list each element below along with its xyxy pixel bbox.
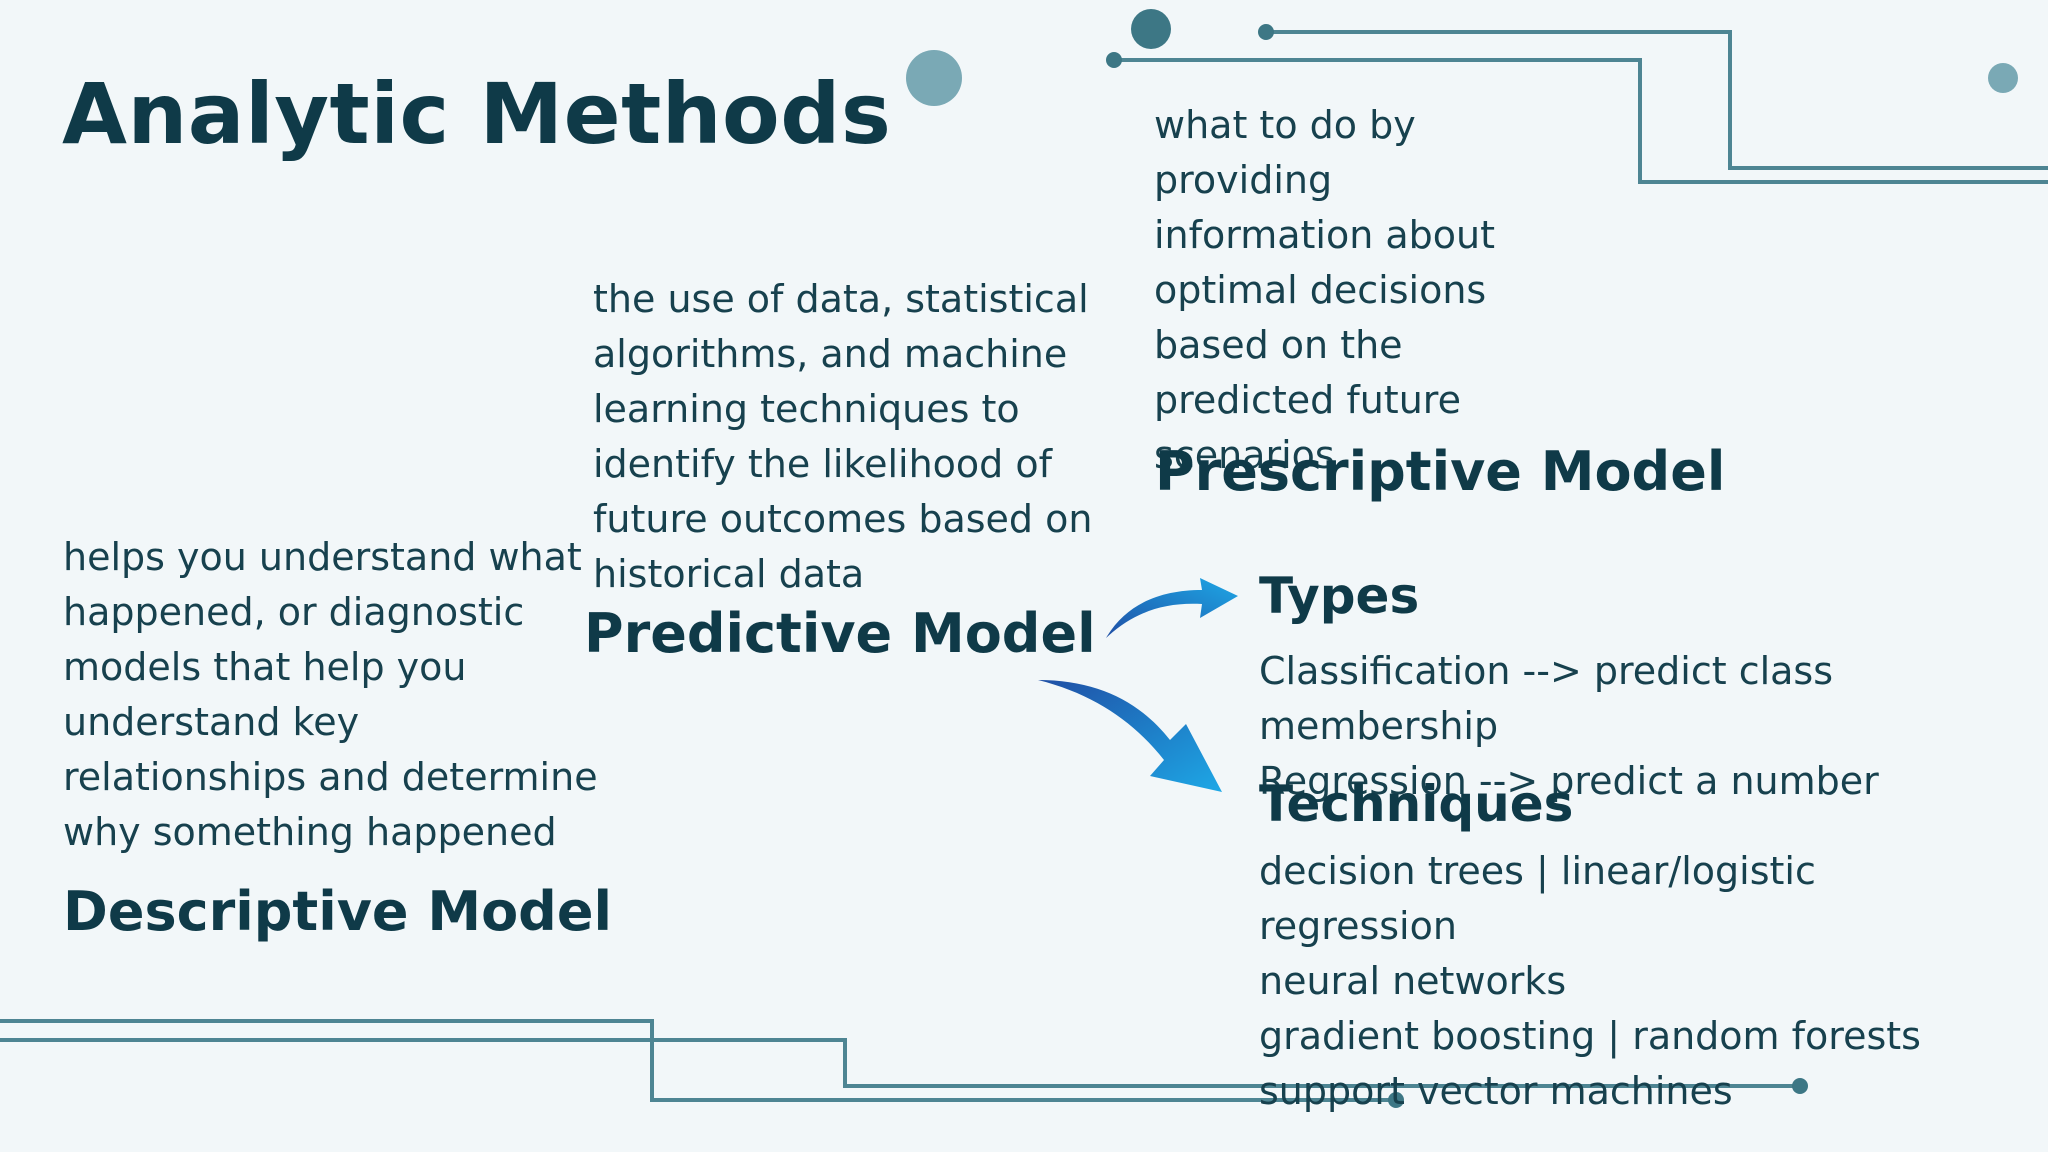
types-list: Classification --> predict class members…	[1259, 644, 1879, 809]
technique-item-boosting-forests: gradient boosting | random forests	[1259, 1014, 1921, 1058]
bottom-left-line-1	[0, 1019, 1396, 1102]
slide-title: Analytic Methods	[62, 65, 892, 163]
techniques-heading: Techniques	[1259, 775, 1574, 833]
type-item-classification: Classification --> predict class members…	[1259, 649, 1834, 748]
dot-top-center	[1131, 9, 1171, 49]
curved-arrow-down-right-icon	[1038, 680, 1222, 792]
top-right-line-2	[1114, 58, 2048, 184]
predictive-model-description: the use of data, statistical algorithms,…	[593, 277, 1093, 596]
line-end-dot-2	[1106, 52, 1122, 68]
dot-top-left	[906, 50, 962, 106]
type-item-regression: Regression --> predict a number	[1259, 759, 1879, 803]
line-end-dot-4	[1792, 1078, 1808, 1094]
technique-item-svm: support vector machines	[1259, 1069, 1733, 1113]
dot-top-right	[1988, 63, 2018, 93]
line-end-dot-1	[1258, 24, 1274, 40]
prescriptive-model-description: what to do by providing information abou…	[1154, 103, 1496, 477]
prescriptive-model-heading: Prescriptive Model	[1155, 440, 1726, 503]
types-heading: Types	[1259, 567, 1420, 625]
technique-item-neural-networks: neural networks	[1259, 959, 1567, 1003]
descriptive-model-heading: Descriptive Model	[63, 880, 612, 943]
techniques-list: decision trees | linear/logistic regress…	[1259, 844, 1959, 1119]
top-right-line-1	[1266, 30, 2048, 170]
technique-item-trees-regression: decision trees | linear/logistic regress…	[1259, 849, 1816, 948]
predictive-model-heading: Predictive Model	[584, 602, 1096, 665]
line-end-dot-3	[1388, 1092, 1404, 1108]
descriptive-model-description: helps you understand what happened, or d…	[63, 535, 598, 854]
curved-arrow-up-right-icon	[1106, 578, 1238, 638]
bottom-left-line-2	[0, 1038, 1800, 1088]
